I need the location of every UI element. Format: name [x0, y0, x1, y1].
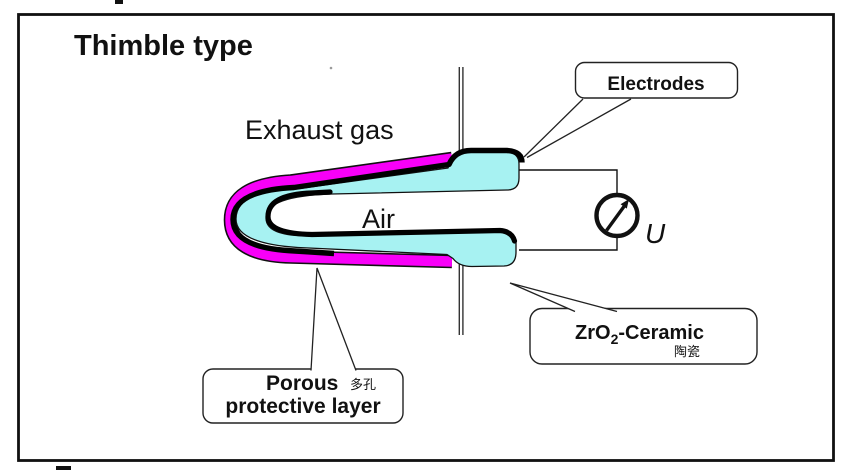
porous-callout-box: [202, 368, 404, 424]
electrodes-callout-box: [574, 61, 739, 99]
tube-lines: [458, 67, 464, 335]
stray-dot: [329, 66, 333, 70]
wire-top: [519, 169, 618, 195]
porous-label-line2: protective layer: [225, 395, 380, 418]
porous-chinese-label: 多孔: [350, 377, 376, 392]
electrodes-leader-lines: [523, 98, 632, 159]
top-edge-mark: [115, 0, 123, 4]
bottom-edge-mark: [56, 466, 71, 470]
electrodes-label: Electrodes: [607, 74, 704, 95]
exhaust-gas-label: Exhaust gas: [245, 115, 394, 145]
wire-bottom: [519, 236, 618, 251]
zro2-ceramic-label: ZrO2-Ceramic: [575, 322, 704, 347]
voltmeter: [594, 192, 640, 239]
zro2-formula-suffix: -Ceramic: [618, 322, 704, 344]
zro2-ceramic-chinese-label: 陶瓷: [674, 344, 700, 359]
zro2-callout-wedge-outline: [509, 282, 618, 313]
voltage-symbol: U: [645, 218, 666, 249]
porous-callout-wedge-outline: [310, 267, 357, 371]
zro2-formula-base: ZrO: [575, 322, 611, 344]
outer-electrode: [230, 147, 525, 257]
page-title: Thimble type: [74, 30, 253, 62]
electrode-wires: [519, 169, 618, 251]
voltmeter-needle-arrowhead: [620, 199, 629, 209]
porous-callout-wedge: [311, 268, 356, 371]
zro2-formula-subscript: 2: [611, 331, 619, 347]
inner-electrode: [265, 189, 518, 244]
voltmeter-needle: [605, 205, 626, 232]
porous-label-word1: Porous: [266, 372, 338, 395]
air-label: Air: [362, 204, 395, 234]
zro2-callout-box: [529, 307, 758, 365]
